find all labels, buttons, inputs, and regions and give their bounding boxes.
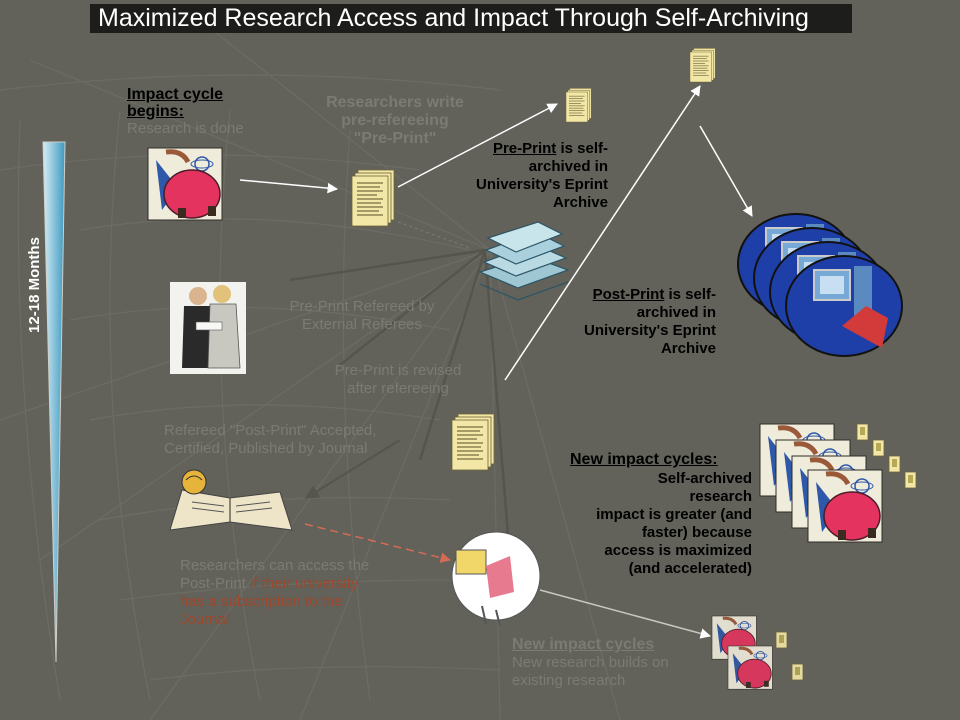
impact-begins-block: Impact cycle begins: Research is done bbox=[127, 86, 257, 138]
document-icon bbox=[451, 413, 495, 471]
refereeing-text: Pre-Print Refereed by External Referees bbox=[289, 298, 435, 333]
scientist-icon bbox=[760, 424, 882, 542]
new-cycles-text: New impact cycles: Self-archived researc… bbox=[550, 450, 752, 578]
access-note-text: Researchers can access the Post-Print if… bbox=[180, 557, 370, 628]
computer-users-icon bbox=[737, 213, 903, 357]
scientist-icon bbox=[148, 148, 222, 220]
impact-begins-subtext: Research is done bbox=[127, 120, 244, 137]
page-title: Maximized Research Access and Impact Thr… bbox=[90, 4, 852, 33]
refereed-postprint-text: Refereed "Post-Print" Accepted, Certifie… bbox=[164, 422, 377, 457]
document-icon bbox=[351, 169, 395, 227]
document-icon bbox=[565, 87, 592, 123]
timeline-bar bbox=[42, 141, 66, 663]
timeline-label: 12-18 Months bbox=[26, 237, 43, 333]
new-cycles-heading: New impact cycles: bbox=[570, 451, 718, 468]
books-icon bbox=[478, 221, 570, 301]
preprint-term: Pre-Print bbox=[492, 140, 557, 157]
document-icon bbox=[689, 47, 716, 83]
consulting-people-icon bbox=[170, 282, 246, 374]
reader-icon bbox=[451, 531, 541, 627]
impact-begins-heading: Impact cycle begins bbox=[127, 86, 224, 120]
postprint-term: Post-Print bbox=[592, 286, 665, 303]
impact-begins-colon: : bbox=[178, 103, 184, 120]
postprint-archived-text: Post-Print is self- archived in Universi… bbox=[584, 286, 716, 357]
new-cycles-faint-text: New impact cycles New research builds on… bbox=[512, 636, 669, 689]
document-icon bbox=[775, 631, 804, 681]
open-book-icon bbox=[169, 469, 293, 531]
researchers-write-text: Researchers write pre-refereeing "Pre-Pr… bbox=[326, 94, 464, 147]
scientist-icon bbox=[710, 614, 774, 691]
preprint-archived-text: Pre-Print is self- archived in Universit… bbox=[476, 140, 608, 211]
revised-text: Pre-Print is revised after refereeing bbox=[334, 362, 462, 397]
